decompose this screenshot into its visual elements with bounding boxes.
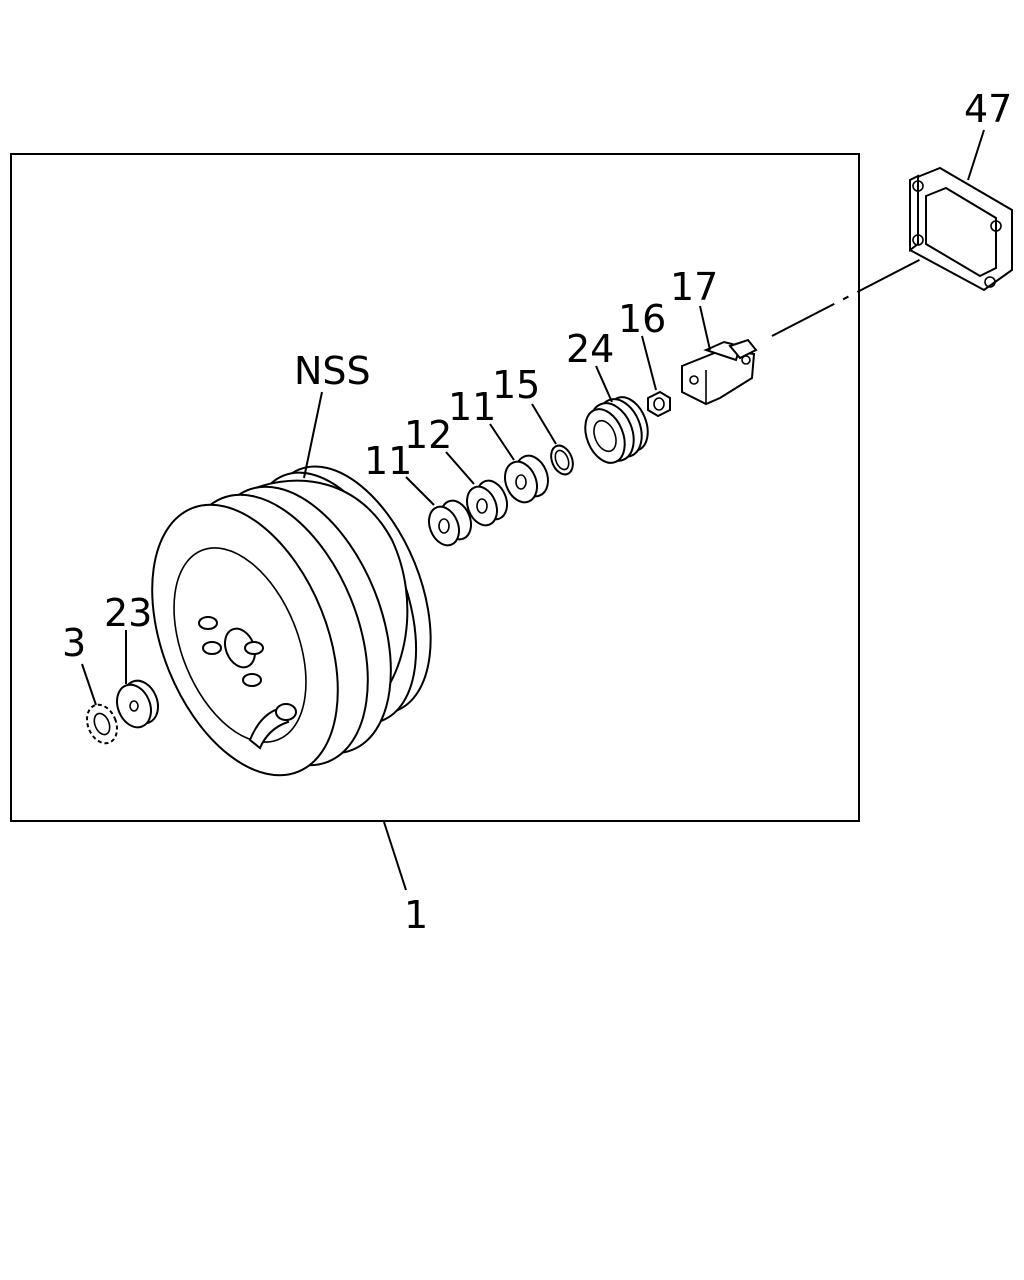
leader-seal-b bbox=[489, 423, 515, 461]
lock-washer-part bbox=[86, 703, 118, 745]
label-retainer: 23 bbox=[104, 591, 152, 635]
label-gasket: 47 bbox=[964, 87, 1012, 131]
label-nss: NSS bbox=[294, 349, 371, 393]
leader-clevis bbox=[699, 305, 711, 351]
retainer-part bbox=[116, 679, 159, 729]
label-seal-a: 11 bbox=[364, 439, 412, 483]
leader-nss bbox=[303, 391, 323, 479]
label-nut: 16 bbox=[618, 297, 666, 341]
brake-booster-drum bbox=[151, 465, 432, 777]
label-seal-b: 11 bbox=[448, 385, 496, 429]
leader-ring bbox=[531, 403, 557, 445]
clevis-part bbox=[681, 338, 758, 406]
leader-washer bbox=[445, 451, 475, 485]
nut-part bbox=[647, 390, 671, 418]
seal-b-part bbox=[504, 454, 549, 504]
gasket-part bbox=[909, 166, 1013, 292]
label-washer: 12 bbox=[404, 413, 452, 457]
label-assembly: 1 bbox=[404, 893, 428, 937]
ring-part bbox=[550, 444, 574, 476]
label-ring: 15 bbox=[492, 363, 540, 407]
leader-nut bbox=[641, 335, 657, 391]
boot-part bbox=[584, 396, 649, 464]
leader-assembly bbox=[383, 821, 407, 891]
leader-lock-washer bbox=[81, 663, 97, 706]
leader-gasket bbox=[967, 129, 985, 181]
assembly-axis-line bbox=[771, 239, 959, 337]
label-clevis: 17 bbox=[670, 265, 718, 309]
label-lock-washer: 3 bbox=[62, 621, 86, 665]
leader-seal-a bbox=[405, 476, 435, 506]
washer-part bbox=[466, 479, 508, 527]
label-boot: 24 bbox=[566, 327, 614, 371]
assembly-frame bbox=[10, 153, 860, 822]
leader-boot bbox=[595, 365, 613, 403]
seal-a-part bbox=[428, 499, 472, 547]
